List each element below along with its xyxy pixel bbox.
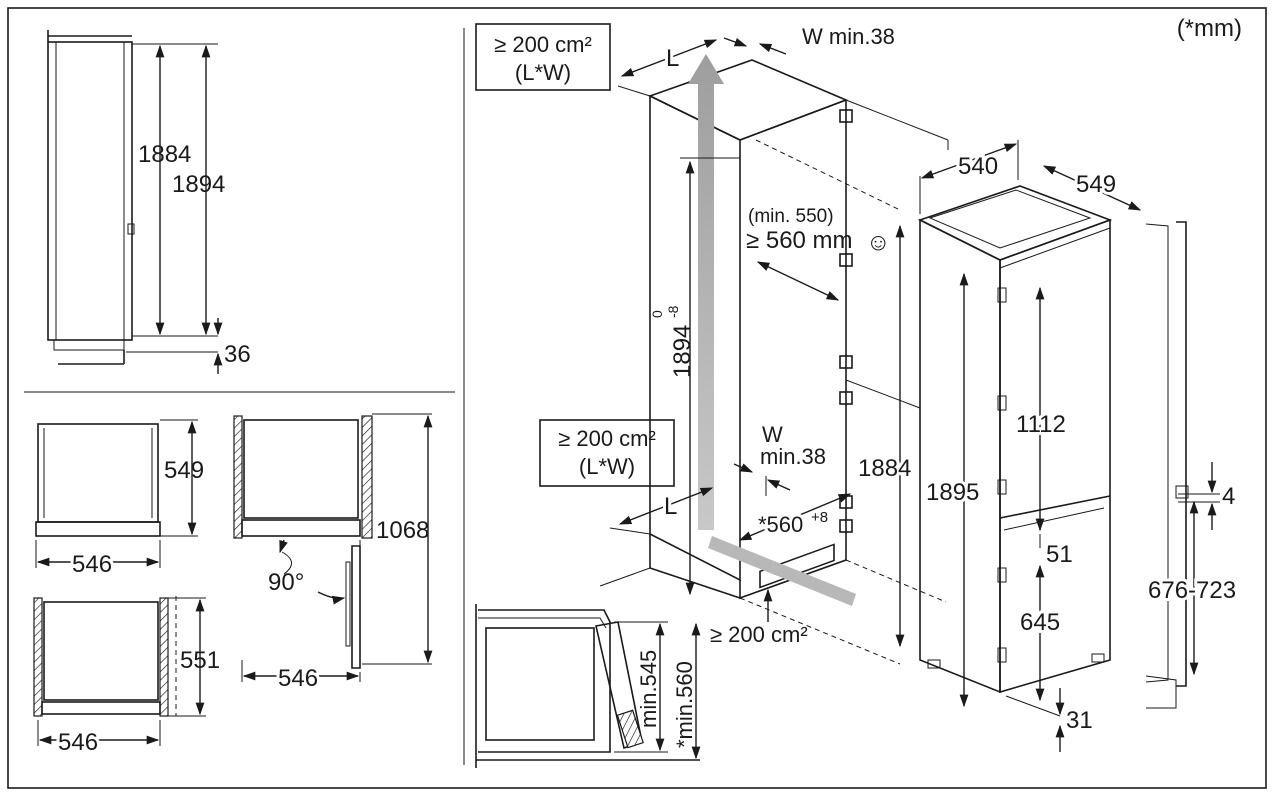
- vent-bottom-area: ≥ 200 cm²: [558, 426, 656, 451]
- vent-top-box: [475, 23, 611, 91]
- niche-width: *560: [758, 512, 803, 537]
- smiley-icon: ☺: [866, 229, 891, 256]
- label-90-degrees: 90°: [268, 569, 304, 596]
- airflow-arrow-plinth: [708, 536, 856, 606]
- appliance-drawing: 540 549 1895 1112 51 645 31: [917, 140, 1142, 752]
- side-view: 1884 1894 36: [47, 30, 251, 374]
- depth-recommended: ≥ 560 mm: [746, 227, 853, 254]
- label-551: 551: [180, 647, 220, 674]
- label-36: 36: [224, 341, 251, 368]
- gap-4: 4: [1222, 483, 1235, 510]
- niche-drawing: ≥ 200 cm² (L*W) L W min.38 ≥ 200 cm² (L*…: [475, 23, 949, 665]
- vent-bottom-l: L: [664, 493, 677, 520]
- label-1068: 1068: [376, 517, 429, 544]
- vent-top-w: W min.38: [802, 24, 895, 49]
- section-min-545: min.545: [636, 650, 661, 728]
- plinth-vent: ≥ 200 cm²: [710, 622, 808, 647]
- depth-min: (min. 550): [748, 206, 834, 227]
- vent-top-l: L: [666, 45, 679, 72]
- hinge-range: 676-723: [1148, 577, 1236, 604]
- airflow-arrow-up: [688, 54, 724, 530]
- niche-width-tol: +8: [811, 509, 828, 526]
- niche-1884: 1884: [858, 455, 911, 482]
- section-min-560: *min.560: [672, 661, 697, 748]
- section-view: min.545 *min.560: [475, 604, 701, 768]
- appliance-depth: 549: [1076, 171, 1116, 198]
- gap-51: 51: [1046, 541, 1073, 568]
- niche-height: 1894: [669, 325, 696, 378]
- appliance-width: 540: [958, 153, 998, 180]
- dim-line-depth: [756, 261, 840, 301]
- label-546-a: 546: [72, 551, 112, 578]
- vent-bottom-w: W: [762, 422, 783, 447]
- top-view-b: 551 546: [33, 596, 220, 759]
- niche-height-tol-upper: 0: [649, 310, 665, 318]
- label-549-a: 549: [164, 457, 204, 484]
- vent-top-formula: (L*W): [515, 60, 571, 85]
- bottom-31: 31: [1066, 707, 1093, 734]
- fridge-door: 1112: [1016, 411, 1066, 438]
- vent-bottom-box: [539, 419, 675, 487]
- hinge-profile: 4 676-723: [1145, 221, 1239, 709]
- top-view-a: 549 546: [35, 419, 204, 581]
- units-note: (*mm): [1177, 15, 1242, 42]
- vent-bottom-formula: (L*W): [579, 454, 635, 479]
- niche-height-tol-lower: -8: [665, 305, 681, 318]
- outer-border: [7, 7, 1267, 789]
- label-1894: 1894: [172, 171, 225, 198]
- label-546-c: 546: [278, 665, 318, 692]
- label-1884: 1884: [138, 141, 191, 168]
- top-view-c: 1068 90° 546: [233, 413, 433, 695]
- vent-bottom-w-min: min.38: [760, 444, 826, 469]
- vent-top-area: ≥ 200 cm²: [494, 32, 592, 57]
- appliance-height: 1895: [926, 479, 979, 506]
- label-546-b: 546: [58, 729, 98, 756]
- freezer-door: 645: [1020, 609, 1060, 636]
